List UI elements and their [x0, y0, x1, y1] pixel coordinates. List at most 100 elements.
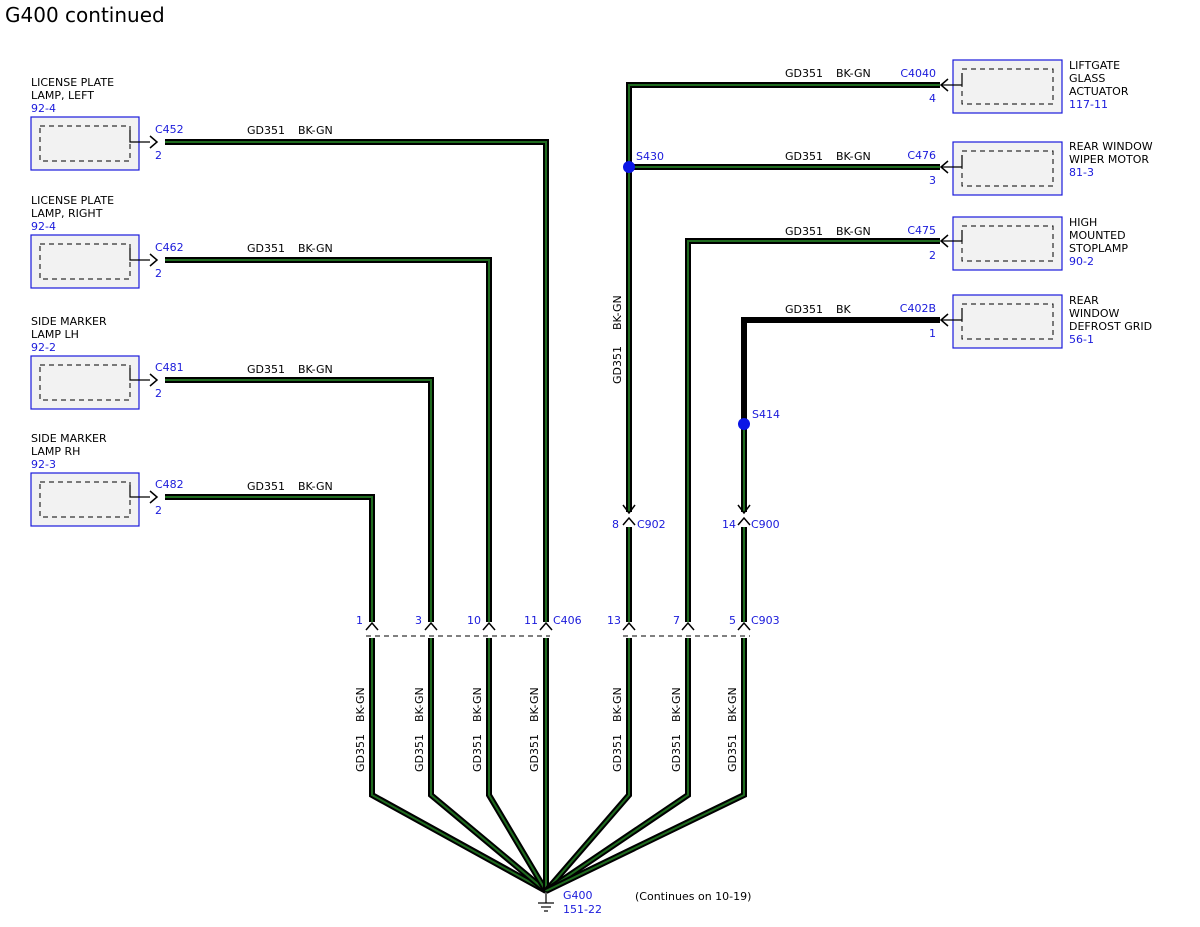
component-rear-window-defrost-grid: C402B 1 REAR WINDOW DEFROST GRID 56-1 GD… [785, 294, 1152, 349]
connector-pin: 5 [729, 614, 736, 627]
wire-color-label: BK-GN [528, 687, 541, 722]
wire-circuit-label: GD351 [247, 363, 285, 376]
component-side-marker-lamp-lh: SIDE MARKER LAMP LH 92-2 C481 2 GD351 BK… [30, 315, 333, 410]
connector-pin: 13 [607, 614, 621, 627]
component-inner [961, 303, 1054, 340]
connector-arrow-icon [939, 160, 949, 174]
component-label: LAMP, LEFT [31, 89, 94, 102]
wire-stoplamp [685, 238, 940, 622]
connector-pin: 14 [722, 518, 736, 531]
connector-name: C903 [751, 614, 780, 627]
component-box [30, 472, 140, 527]
wire-circuit-label: GD351 [528, 734, 541, 772]
wire-color-label: BK-GN [298, 124, 333, 137]
ground-g400: G400 151-22 [538, 889, 602, 916]
connector-name: C452 [155, 123, 184, 136]
splice-label: S414 [752, 408, 780, 421]
wire-circuit-label: GD351 [354, 734, 367, 772]
wire-color-label: BK-GN [413, 687, 426, 722]
component-ref: 92-2 [31, 341, 56, 354]
ground-ref: 151-22 [563, 903, 602, 916]
component-label: LIFTGATE [1069, 59, 1120, 72]
wire-color-label: BK-GN [298, 242, 333, 255]
connector-arrow-icon [939, 78, 949, 92]
component-box [952, 59, 1063, 114]
component-label: WIPER MOTOR [1069, 153, 1149, 166]
component-ref: 90-2 [1069, 255, 1094, 268]
connector-pin: 2 [155, 504, 162, 517]
splice-s430: S430 [623, 150, 664, 173]
component-label: SIDE MARKER [31, 315, 107, 328]
wire-circuit-label: GD351 [471, 734, 484, 772]
connector-arrow-icon [737, 516, 751, 526]
connector-pin: 7 [673, 614, 680, 627]
component-inner [39, 243, 131, 280]
connector-name: C476 [907, 149, 936, 162]
component-ref: 92-4 [31, 102, 56, 115]
wire-circuit-label: GD351 [785, 225, 823, 238]
connector-pin: 2 [155, 387, 162, 400]
connector-arrow-icon [149, 253, 158, 267]
wire-color-label: BK-GN [836, 225, 871, 238]
inline-connector-c903: 13 7 5 C903 [607, 614, 780, 637]
wire-color-label: BK-GN [298, 363, 333, 376]
wire-license-right [165, 257, 492, 622]
component-inner [961, 225, 1054, 262]
connector-pin: 1 [929, 327, 936, 340]
connector-pin: 2 [929, 249, 936, 262]
component-box [952, 294, 1063, 349]
wire-color-label: BK-GN [298, 480, 333, 493]
wire-circuit-label: GD351 [785, 67, 823, 80]
wire-color-label: BK [836, 303, 852, 316]
wire-color-label: BK-GN [836, 67, 871, 80]
connector-name: C462 [155, 241, 184, 254]
connector-arrow-icon [149, 135, 158, 149]
component-label: WINDOW [1069, 307, 1119, 320]
component-label: LICENSE PLATE [31, 76, 114, 89]
page-title: G400 continued [5, 3, 165, 27]
wire-color-label: BK-GN [836, 150, 871, 163]
inline-connector-c900: 14 C900 [722, 504, 780, 531]
ground-name: G400 [563, 889, 593, 902]
connector-arrow-icon [737, 504, 751, 515]
wire-color-label: BK-GN [354, 687, 367, 722]
lower-wire-labels: BK-GN GD351 BK-GN GD351 BK-GN GD351 BK-G… [354, 687, 739, 772]
connector-arrow-icon [149, 373, 158, 387]
connector-name: C481 [155, 361, 184, 374]
wire-color-label: BK-GN [726, 687, 739, 722]
pin-arrow-icon [365, 621, 553, 631]
wire-license-left [165, 139, 549, 622]
component-inner [39, 125, 131, 162]
component-label: STOPLAMP [1069, 242, 1128, 255]
component-label: ACTUATOR [1069, 85, 1129, 98]
wire-circuit-label: GD351 [611, 734, 624, 772]
connector-arrow-icon [622, 516, 636, 526]
component-license-plate-lamp-left: LICENSE PLATE LAMP, LEFT 92-4 C452 2 GD3… [30, 76, 333, 171]
connector-pin: 4 [929, 92, 936, 105]
wire-side-marker-rh [165, 494, 375, 622]
component-box [952, 216, 1063, 271]
connector-name: C4040 [900, 67, 936, 80]
component-box [30, 234, 140, 289]
component-ref: 92-3 [31, 458, 56, 471]
wire-ground-bundle [369, 638, 747, 894]
wire-circuit-label: GD351 [785, 303, 823, 316]
connector-pin: 8 [612, 518, 619, 531]
wire-color-label: BK-GN [611, 687, 624, 722]
connector-name: C406 [553, 614, 582, 627]
connector-pin: 3 [415, 614, 422, 627]
connector-name: C902 [637, 518, 666, 531]
component-label: LICENSE PLATE [31, 194, 114, 207]
connector-name: C475 [907, 224, 936, 237]
wire-defrost-bk [741, 317, 940, 424]
component-ref: 56-1 [1069, 333, 1094, 346]
component-label: REAR [1069, 294, 1099, 307]
wire-circuit-label: GD351 [247, 124, 285, 137]
wire-circuit-label: GD351 [413, 734, 426, 772]
connector-arrow-icon [622, 504, 636, 515]
component-label: GLASS [1069, 72, 1105, 85]
component-label: LAMP, RIGHT [31, 207, 103, 220]
connector-arrow-icon [149, 490, 158, 504]
inline-connector-c406: 1 3 10 11 C406 [356, 614, 582, 637]
